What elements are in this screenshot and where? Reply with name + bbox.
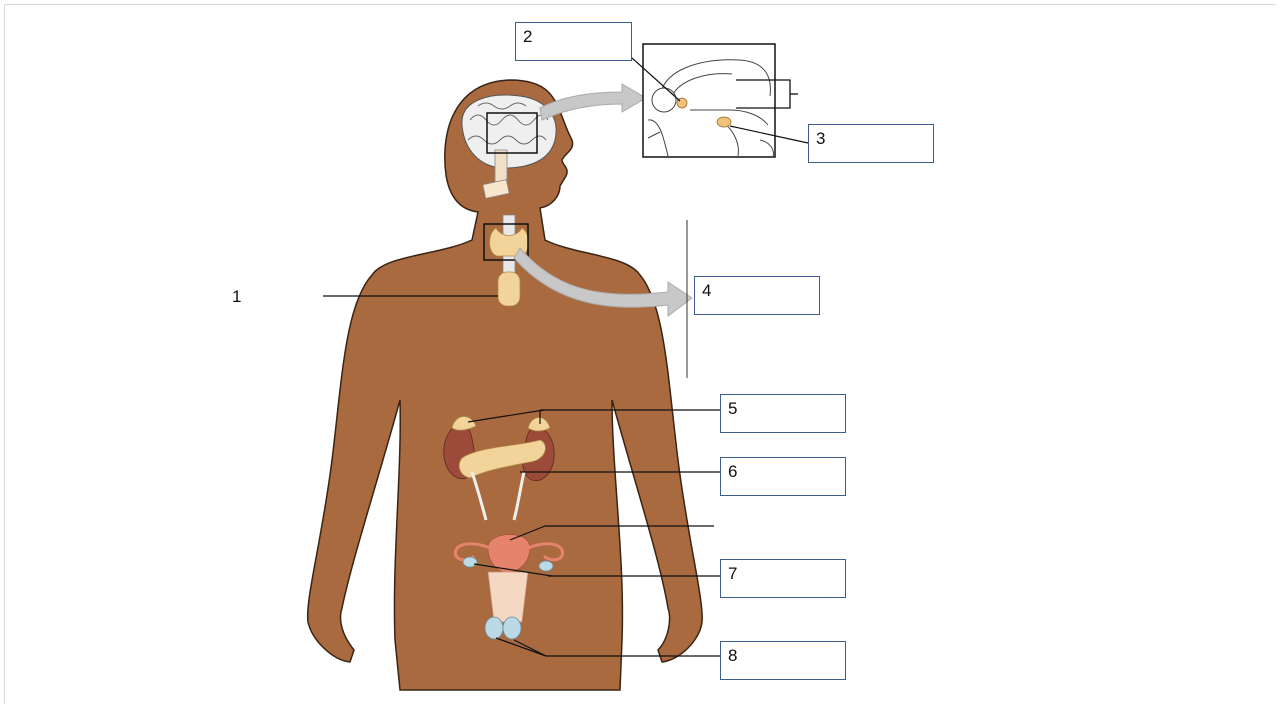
label-box-3[interactable]: 3 xyxy=(808,124,934,163)
label-3: 3 xyxy=(816,129,825,148)
brain-to-inset-arrow xyxy=(540,84,646,120)
label-box-5[interactable]: 5 xyxy=(720,394,846,433)
label-5: 5 xyxy=(728,399,737,418)
label-box-7[interactable]: 7 xyxy=(720,559,846,598)
label-box-8[interactable]: 8 xyxy=(720,641,846,680)
label-1: 1 xyxy=(232,287,241,307)
hypothalamus-inset-bubble xyxy=(652,88,676,112)
left-ovary xyxy=(463,557,477,567)
label-6: 6 xyxy=(728,462,737,481)
thymus-gland xyxy=(498,272,520,306)
right-testis xyxy=(503,617,521,639)
pineal-inset xyxy=(717,117,731,127)
label-8: 8 xyxy=(728,646,737,665)
label-box-4[interactable]: 4 xyxy=(694,276,820,315)
label-box-6[interactable]: 6 xyxy=(720,457,846,496)
label-7: 7 xyxy=(728,564,737,583)
brain-illustration xyxy=(462,95,556,168)
male-reproductive-organ xyxy=(488,572,528,622)
label-box-2[interactable]: 2 xyxy=(515,22,632,61)
label-2: 2 xyxy=(523,27,532,46)
label-4: 4 xyxy=(702,281,711,300)
left-testis xyxy=(485,617,503,639)
right-ovary xyxy=(539,561,553,571)
